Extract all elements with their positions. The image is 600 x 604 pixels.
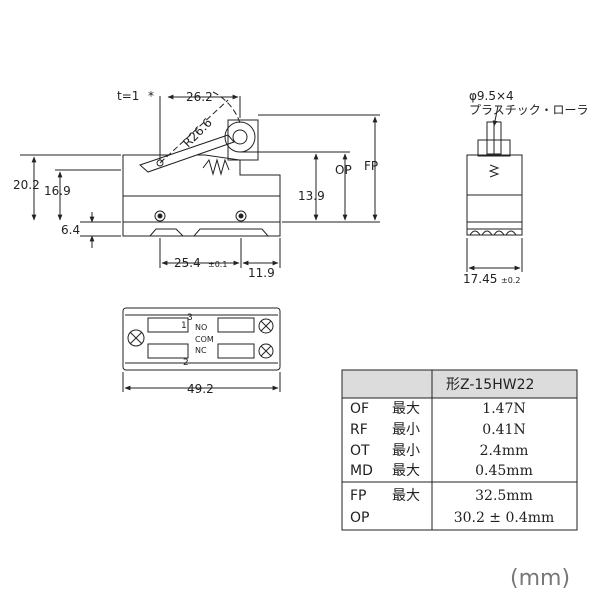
dim-6-4: 6.4 bbox=[61, 223, 80, 237]
roller-material: プラスチック・ローラ bbox=[469, 103, 589, 117]
pin-3-label: 3 bbox=[187, 313, 193, 323]
spec-param: OF bbox=[350, 401, 369, 417]
unit-label: (mm) bbox=[510, 566, 570, 591]
dim-17-45-tolerance: ±0.2 bbox=[501, 276, 520, 285]
dim-49-2: 49.2 bbox=[187, 382, 214, 396]
spec-value: 30.2 ± 0.4mm bbox=[454, 510, 555, 526]
dim-16-9: 16.9 bbox=[44, 184, 71, 198]
dim-20-2: 20.2 bbox=[13, 178, 40, 192]
dim-17-45: 17.45 bbox=[463, 272, 497, 286]
spring bbox=[202, 158, 230, 176]
spec-value: 1.47N bbox=[482, 401, 525, 417]
spec-value: 2.4mm bbox=[480, 443, 529, 459]
mount-hole-left bbox=[154, 210, 166, 222]
spec-value: 0.45mm bbox=[475, 463, 533, 479]
switch-body bbox=[122, 154, 281, 237]
dim-11-9: 11.9 bbox=[248, 266, 275, 280]
terminal-no: NO bbox=[195, 323, 207, 332]
asterisk-mark: * bbox=[148, 89, 154, 103]
spec-param: FP bbox=[350, 488, 367, 504]
terminal-nc: NC bbox=[195, 346, 207, 355]
spec-param: OT bbox=[350, 443, 370, 459]
front-view bbox=[466, 105, 523, 272]
spec-value: 32.5mm bbox=[475, 488, 533, 504]
spec-param: MD bbox=[350, 463, 373, 479]
spec-model: 形Z-15HW22 bbox=[446, 377, 534, 393]
thickness-label: t=1 bbox=[117, 89, 139, 103]
bottom-body bbox=[122, 307, 281, 371]
spec-qualifier: 最小 bbox=[392, 443, 420, 459]
side-view bbox=[20, 91, 380, 268]
dim-fp: FP bbox=[364, 159, 378, 173]
pin-1-label: 1 bbox=[181, 321, 187, 331]
actuator-lever bbox=[139, 134, 235, 173]
spec-param: RF bbox=[350, 422, 368, 438]
dim-25-4-tolerance: ±0.1 bbox=[208, 260, 227, 269]
dim-25-4: 25.4 bbox=[174, 256, 201, 270]
spec-value: 0.41N bbox=[482, 422, 525, 438]
roller-dimension: φ9.5×4 bbox=[469, 89, 514, 103]
spec-qualifier: 最大 bbox=[392, 463, 420, 479]
dim-26-2: 26.2 bbox=[186, 90, 213, 104]
spec-table bbox=[341, 369, 578, 531]
spec-qualifier: 最大 bbox=[392, 488, 420, 504]
spec-param: OP bbox=[350, 510, 369, 526]
bottom-view bbox=[122, 307, 281, 392]
terminal-com: COM bbox=[195, 335, 214, 344]
spec-qualifier: 最小 bbox=[392, 422, 420, 438]
pin-2-label: 2 bbox=[183, 358, 189, 368]
dim-op: OP bbox=[335, 163, 352, 177]
mount-hole-right bbox=[235, 210, 247, 222]
spec-qualifier: 最大 bbox=[392, 401, 420, 417]
dim-13-9: 13.9 bbox=[298, 189, 325, 203]
